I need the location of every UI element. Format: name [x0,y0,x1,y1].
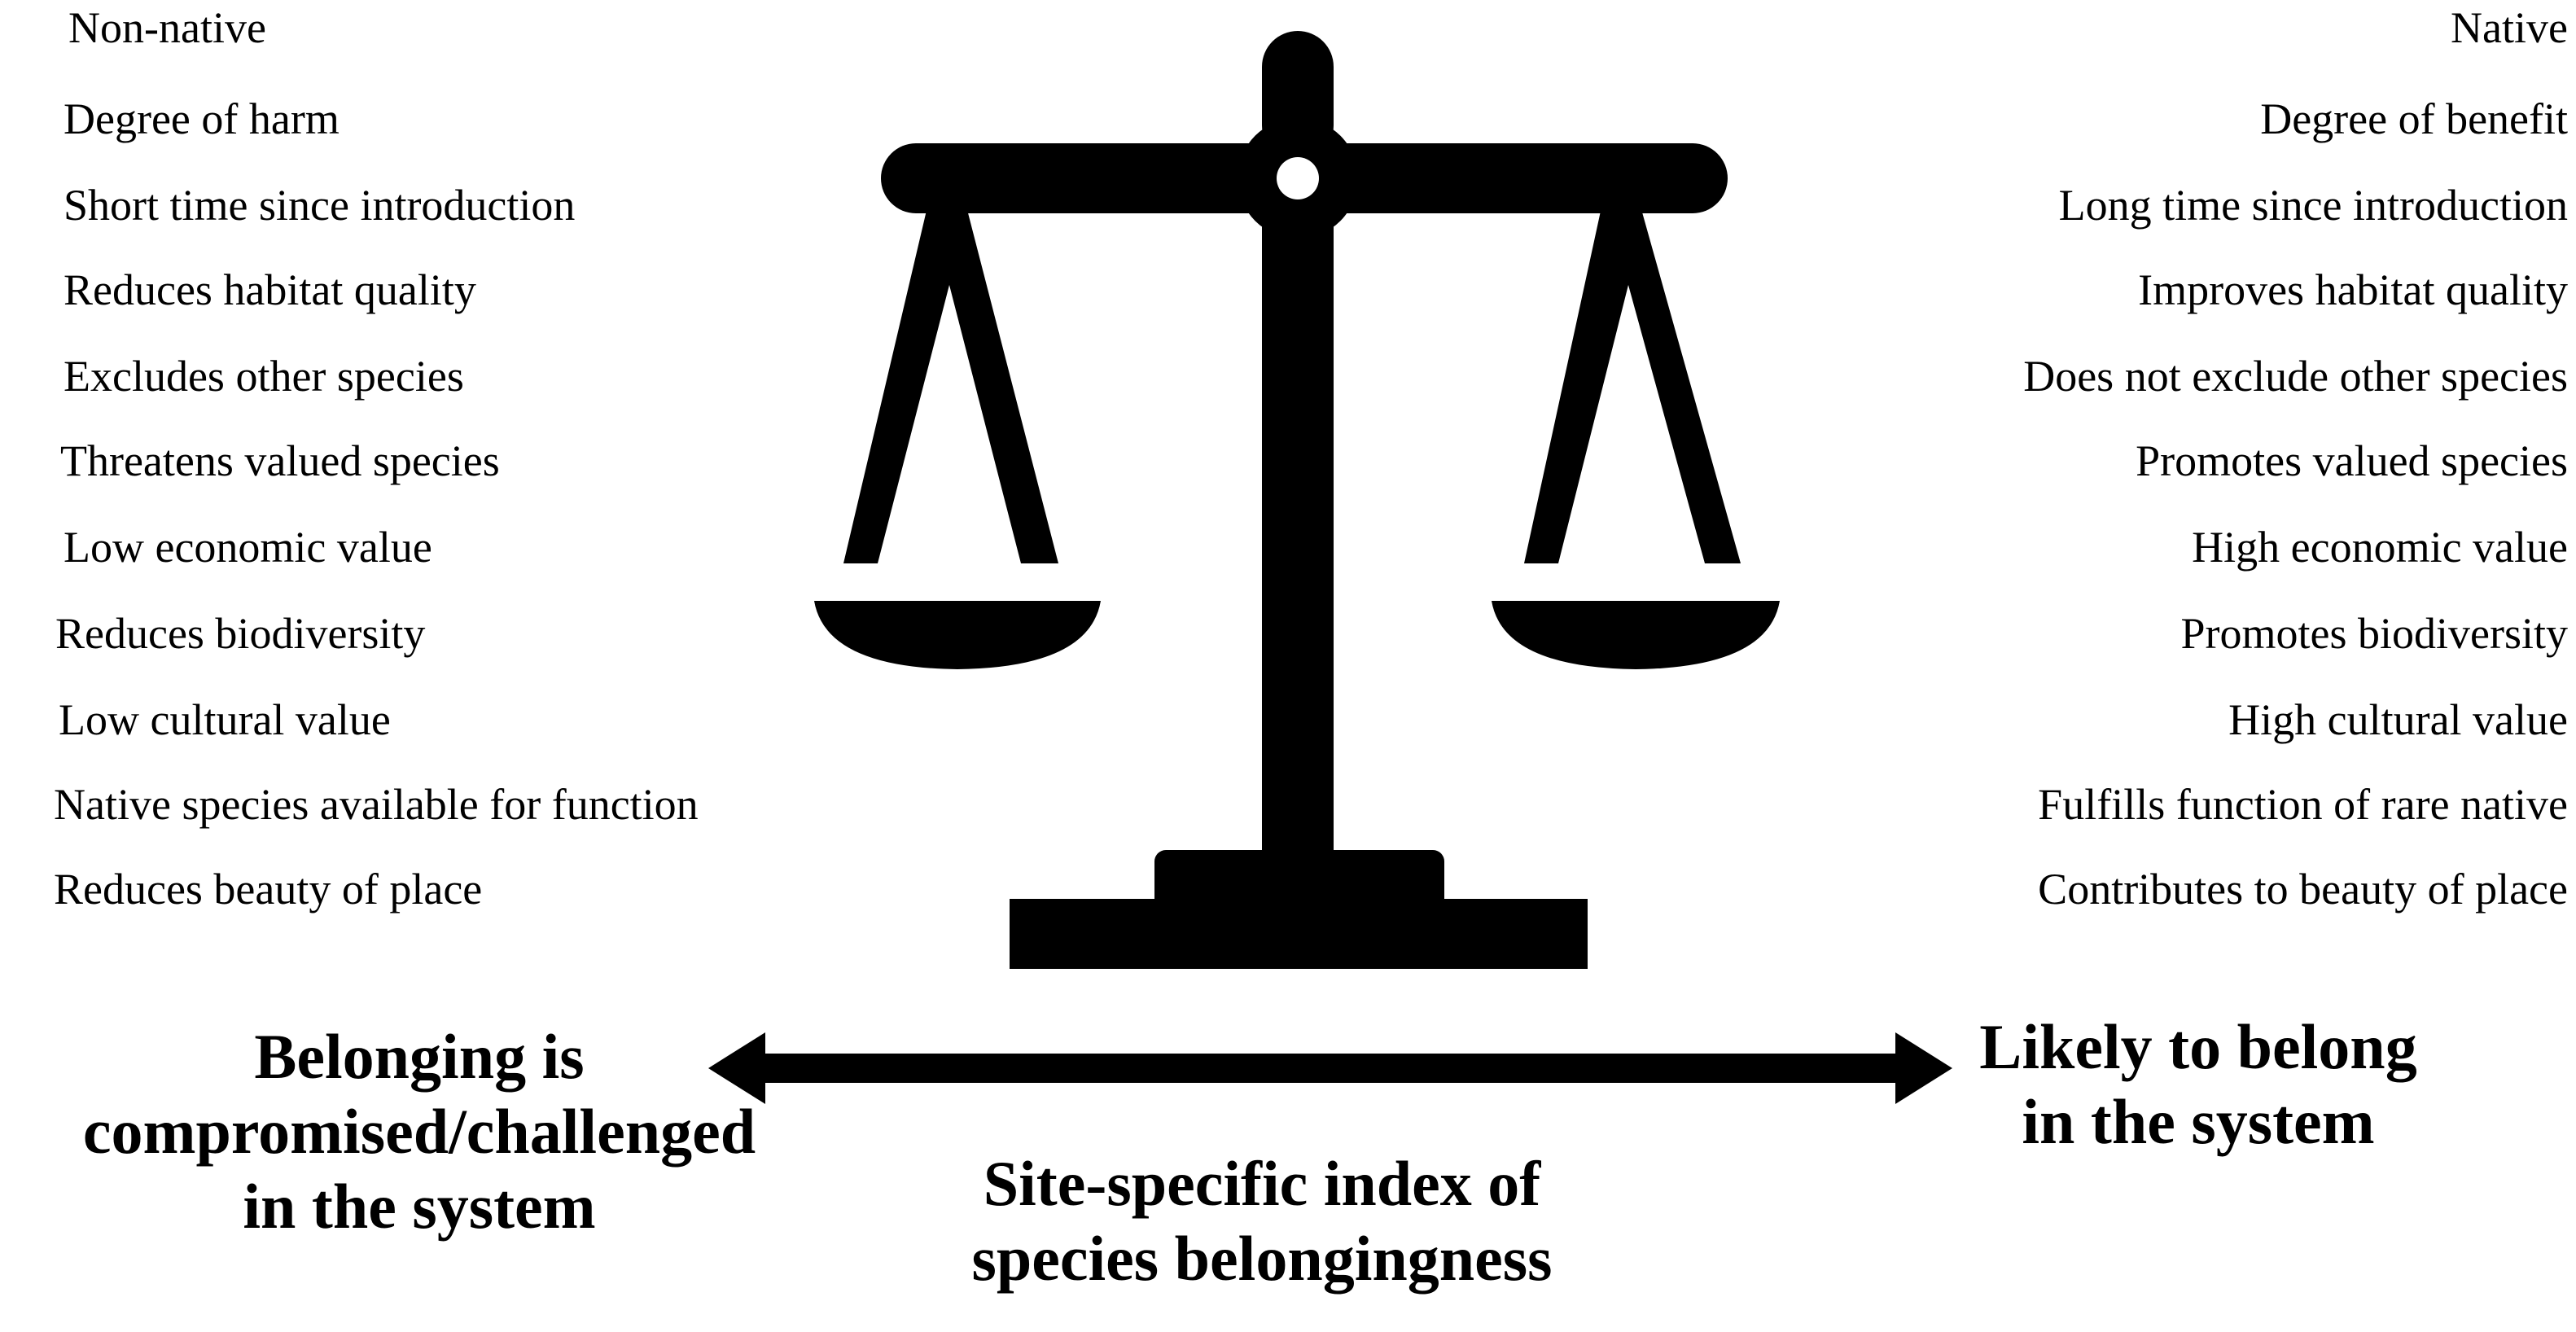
left-outcome-line: in the system [243,1171,596,1242]
right-pan [1492,601,1780,669]
scale-post [1262,138,1334,871]
right-outcome-line: Likely to belong [1979,1011,2417,1082]
right-factor-item: High economic value [2192,523,2568,572]
left-factor-item: Non-native [68,3,266,52]
left-factor-item: Native species available for function [54,780,699,829]
right-outcome-label: Likely to belong in the system [1889,1010,2508,1159]
left-factor-item: Low economic value [64,523,432,572]
right-factor-item: Promotes biodiversity [2180,609,2568,658]
right-factor-item: Improves habitat quality [2138,265,2568,314]
index-label-line: species belongingness [971,1223,1553,1294]
left-outcome-line: compromised/challenged [82,1096,756,1167]
scale-base-lower [1010,899,1588,969]
right-factor-item: Contributes to beauty of place [2038,865,2568,914]
scale-hub-hole [1277,157,1319,199]
left-outcome-line: Belonging is [254,1021,585,1092]
left-outcome-label: Belonging is compromised/challenged in t… [0,1019,839,1244]
right-factor-item: High cultural value [2228,695,2568,744]
left-factor-item: Short time since introduction [64,181,576,230]
right-factor-item: Fulfills function of rare native [2038,780,2568,829]
right-pan-hanger [1524,204,1741,563]
double-headed-arrow-icon [708,1032,1952,1104]
left-factor-item: Excludes other species [64,352,464,401]
index-label-line: Site-specific index of [983,1148,1541,1219]
right-factor-item: Native [2451,3,2568,52]
left-factor-item: Reduces biodiversity [55,609,426,658]
right-factor-item: Degree of benefit [2260,94,2568,143]
left-factor-item: Reduces beauty of place [54,865,483,914]
index-label: Site-specific index of species belonging… [896,1146,1628,1296]
right-factor-item: Promotes valued species [2136,436,2568,485]
left-pan-hanger [843,204,1058,563]
left-factor-item: Threatens valued species [60,436,500,485]
left-factor-item: Degree of harm [64,94,340,143]
right-factor-item: Does not exclude other species [2023,352,2568,401]
right-outcome-line: in the system [2022,1086,2375,1157]
right-factor-item: Long time since introduction [2058,181,2568,230]
left-factor-item: Low cultural value [59,695,391,744]
left-factor-item: Reduces habitat quality [64,265,476,314]
left-pan [814,601,1101,669]
